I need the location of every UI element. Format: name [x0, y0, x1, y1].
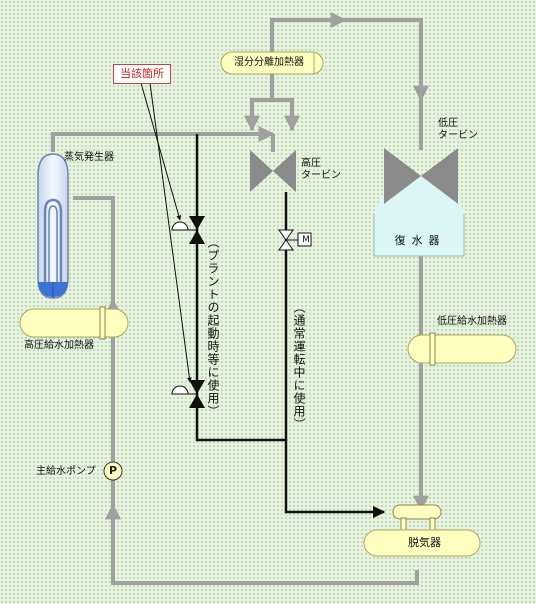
- steam-generator: [37, 153, 69, 299]
- pump-letter: P: [108, 464, 118, 477]
- deaerator-label: 脱気器: [408, 536, 441, 549]
- hp-feedwater-heater-label: 高圧給水加熱器: [24, 340, 94, 351]
- lp-turbine-label: 低圧 タービン: [438, 118, 478, 141]
- lp-feedwater-heater-label: 低圧給水加熱器: [437, 316, 507, 327]
- hp-feedwater-heater: [19, 306, 129, 340]
- steam-generator-label: 蒸気発生器: [64, 152, 114, 163]
- startup-valve-upper: [171, 216, 205, 244]
- normal-bypass-line: [284, 192, 386, 519]
- msr-label: 湿分分離加熱器: [234, 57, 304, 68]
- normal-use-note: （通常運転中に使用）: [292, 301, 306, 431]
- callout-leaders: [140, 82, 192, 383]
- moisture-separator-reheater: [220, 51, 324, 75]
- lp-turbine: [384, 148, 458, 204]
- reheat-steam-line: [270, 12, 347, 56]
- startup-use-note: （プラントの起動時等に使用）: [206, 236, 220, 418]
- main-piping: [51, 12, 429, 585]
- deaerator: [363, 504, 481, 557]
- hp-turbine: [250, 150, 296, 192]
- target-location-callout: 当該箇所: [113, 64, 171, 84]
- startup-valve-lower: [171, 380, 205, 408]
- motor-label: M: [302, 235, 310, 245]
- motor-operated-valve: [278, 229, 312, 251]
- feedwater-return-line: [105, 503, 419, 585]
- bypass-piping: [195, 134, 386, 519]
- main-feedwater-pump: [103, 461, 123, 481]
- main-feedwater-pump-label: 主給水ポンプ: [36, 466, 96, 477]
- msr-return-line: [272, 98, 300, 132]
- hp-turbine-label: 高圧 タービン: [301, 158, 341, 181]
- msr-outlet-line: [244, 74, 274, 132]
- condenser-label: 復水器: [394, 234, 446, 247]
- main-steam-line: [51, 126, 275, 152]
- lp-feedwater-heater: [407, 332, 517, 366]
- condenser: [373, 176, 465, 257]
